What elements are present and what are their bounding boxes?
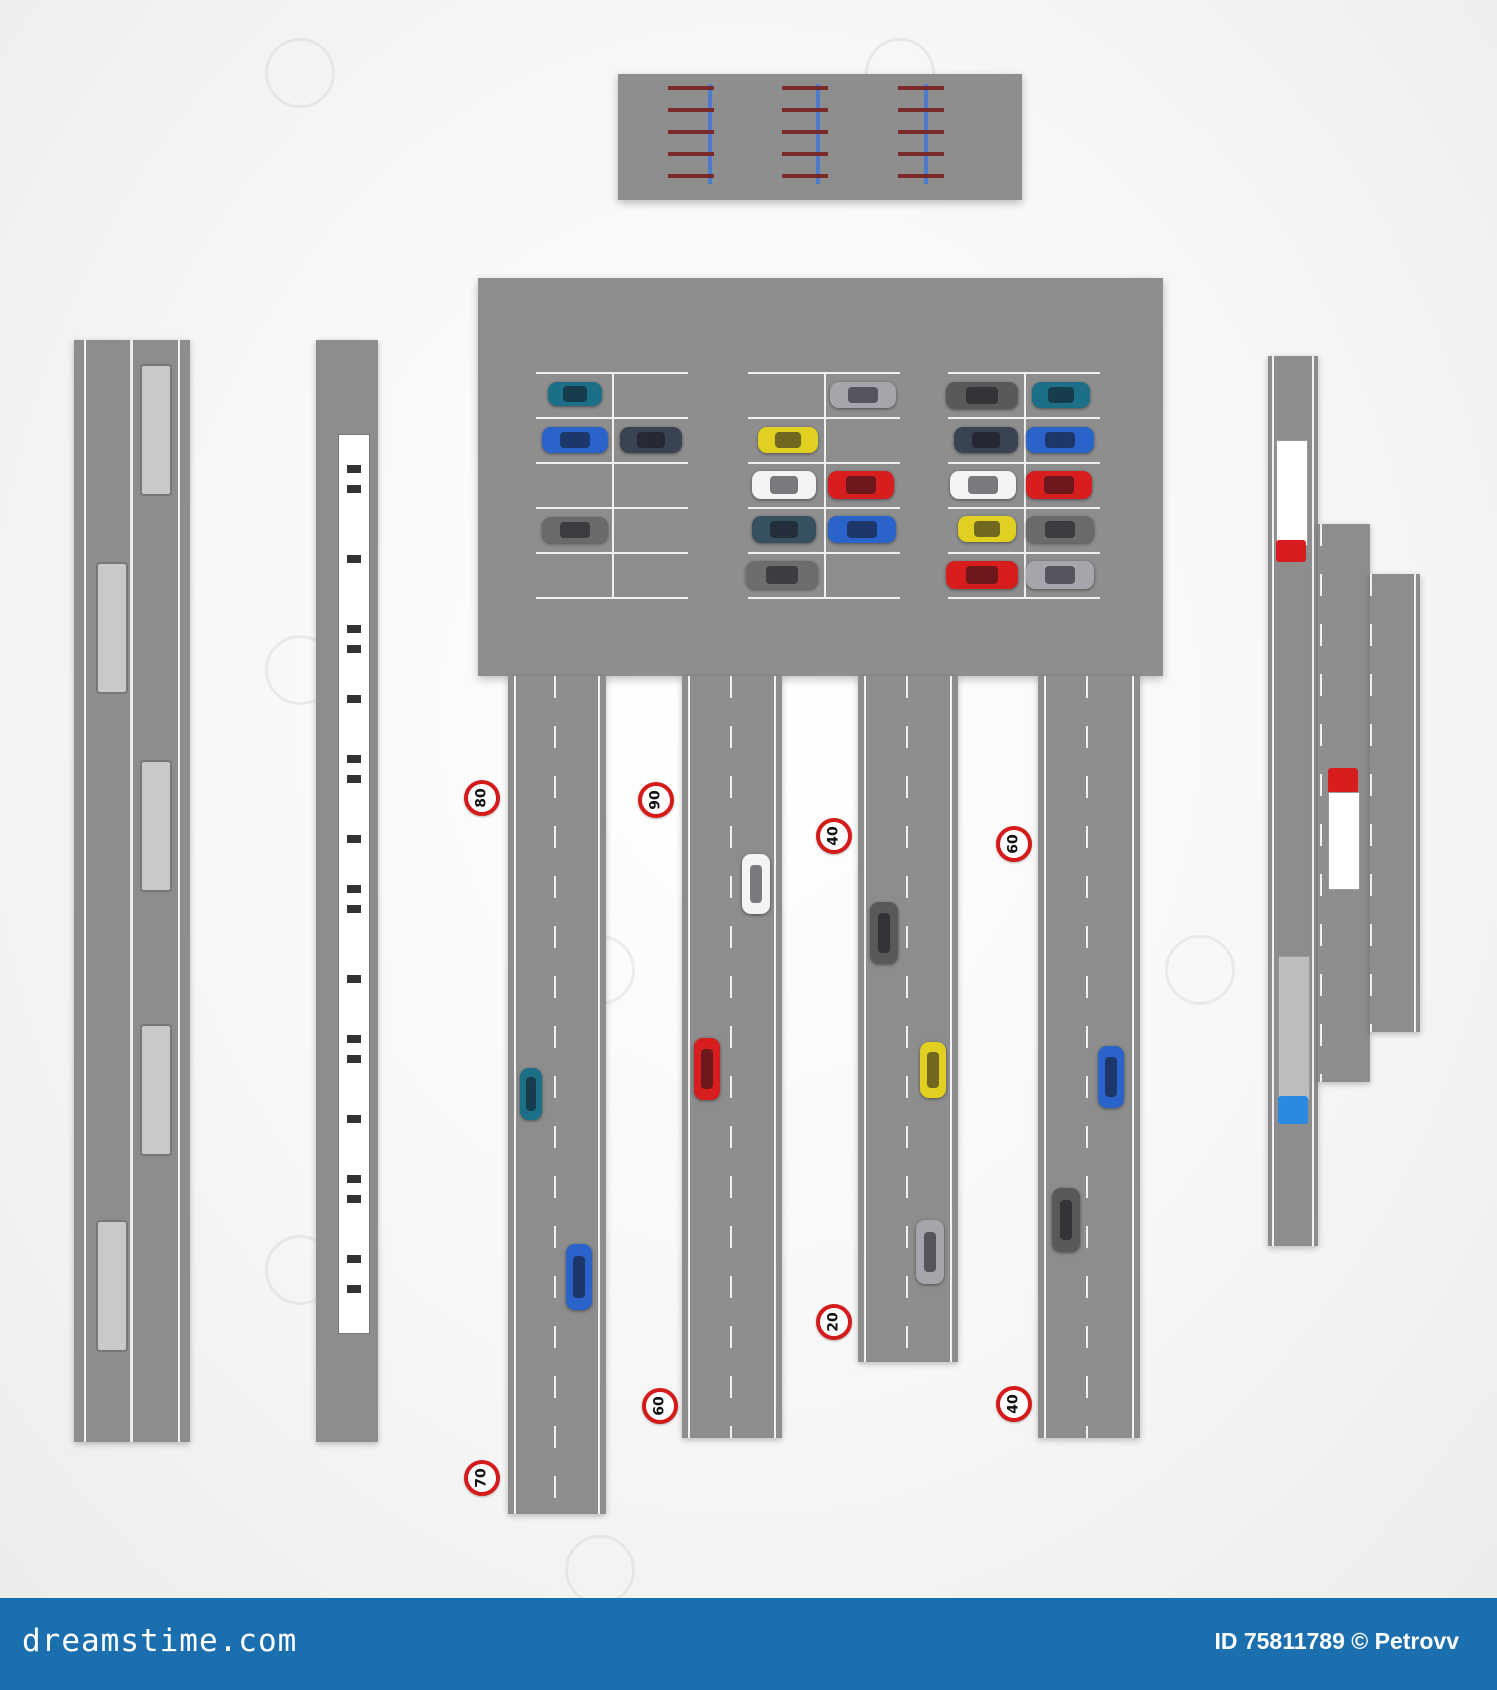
rack-bar [816, 84, 820, 184]
parked-car [752, 471, 816, 499]
parked-car [542, 427, 608, 453]
tanker-truck [1278, 956, 1310, 1100]
car [694, 1038, 720, 1100]
watermark-footer: dreamstime.com ID 75811789 © Petrovv [0, 1598, 1497, 1690]
truck-road-right [1370, 574, 1420, 1032]
road-4 [1038, 676, 1140, 1438]
car [920, 1042, 946, 1098]
bicycle [668, 152, 714, 156]
parked-car [1026, 561, 1094, 589]
parking-line [612, 372, 614, 597]
bicycle [898, 152, 944, 156]
bus [140, 760, 172, 892]
parking-line [536, 597, 688, 599]
rack-bar [708, 84, 712, 184]
parking-line [948, 597, 1100, 599]
parked-car [1032, 382, 1090, 408]
truck-cab [1328, 768, 1358, 794]
speed-limit-sign: 80 [464, 780, 500, 816]
bus [96, 1220, 128, 1352]
tram-road [316, 340, 378, 1442]
parked-car [950, 471, 1016, 499]
watermark-spiral-icon [265, 38, 335, 108]
parked-car [828, 471, 894, 499]
road-2 [682, 676, 782, 1438]
road-1 [508, 676, 606, 1514]
parked-car [1026, 516, 1094, 543]
bicycle [898, 174, 944, 178]
truck-cab [1276, 540, 1306, 562]
truck-road-middle [1318, 524, 1370, 1082]
car [1052, 1188, 1080, 1252]
bus-lane-road [74, 340, 190, 1442]
bicycle [668, 108, 714, 112]
parked-car [620, 427, 682, 453]
bicycle [898, 108, 944, 112]
car [916, 1220, 944, 1284]
parked-car [746, 561, 818, 589]
parking-line [1024, 372, 1026, 597]
bicycle [898, 130, 944, 134]
speed-limit-sign: 20 [816, 1304, 852, 1340]
bicycle [668, 174, 714, 178]
bicycle [782, 86, 828, 90]
parked-car [542, 517, 608, 543]
bus [140, 364, 172, 496]
speed-limit-sign: 60 [996, 826, 1032, 862]
parking-line [824, 372, 826, 597]
truck-cab [1278, 1096, 1308, 1124]
bicycle [782, 174, 828, 178]
parked-car [946, 561, 1018, 589]
car [870, 902, 898, 964]
parked-car [548, 382, 602, 406]
bicycle [898, 86, 944, 90]
truck-road-left [1268, 356, 1318, 1246]
bicycle [782, 130, 828, 134]
parked-car [758, 427, 818, 453]
speed-limit-sign: 70 [464, 1460, 500, 1496]
bicycle [782, 108, 828, 112]
speed-limit-sign: 40 [996, 1386, 1032, 1422]
bicycle [668, 86, 714, 90]
parking-lot [478, 278, 1163, 676]
brand-logo: dreamstime.com [22, 1623, 298, 1659]
parked-car [830, 382, 896, 408]
parked-car [828, 516, 896, 543]
parked-car [958, 516, 1016, 542]
speed-limit-sign: 60 [642, 1388, 678, 1424]
bus [140, 1024, 172, 1156]
truck [1328, 792, 1360, 890]
parked-car [752, 516, 816, 543]
watermark-spiral-icon [1165, 935, 1235, 1005]
parked-car [1026, 471, 1092, 499]
bicycle [668, 130, 714, 134]
rack-bar [924, 84, 928, 184]
bicycle [782, 152, 828, 156]
bus [96, 562, 128, 694]
car [742, 854, 770, 914]
parked-car [946, 382, 1018, 409]
parking-line [748, 597, 900, 599]
speed-limit-sign: 40 [816, 818, 852, 854]
top-view-scene: 80 90 40 60 20 60 40 70 [0, 0, 1497, 1605]
speed-limit-sign: 90 [638, 782, 674, 818]
truck [1276, 440, 1308, 546]
image-credit: ID 75811789 © Petrovv [1214, 1628, 1459, 1654]
parked-car [1026, 427, 1094, 453]
road-3 [858, 676, 958, 1362]
parked-car [954, 427, 1018, 453]
car [566, 1244, 592, 1310]
tram [338, 434, 370, 1334]
bike-rack [618, 74, 1022, 200]
car [1098, 1046, 1124, 1108]
watermark-spiral-icon [565, 1535, 635, 1605]
car [520, 1068, 542, 1120]
